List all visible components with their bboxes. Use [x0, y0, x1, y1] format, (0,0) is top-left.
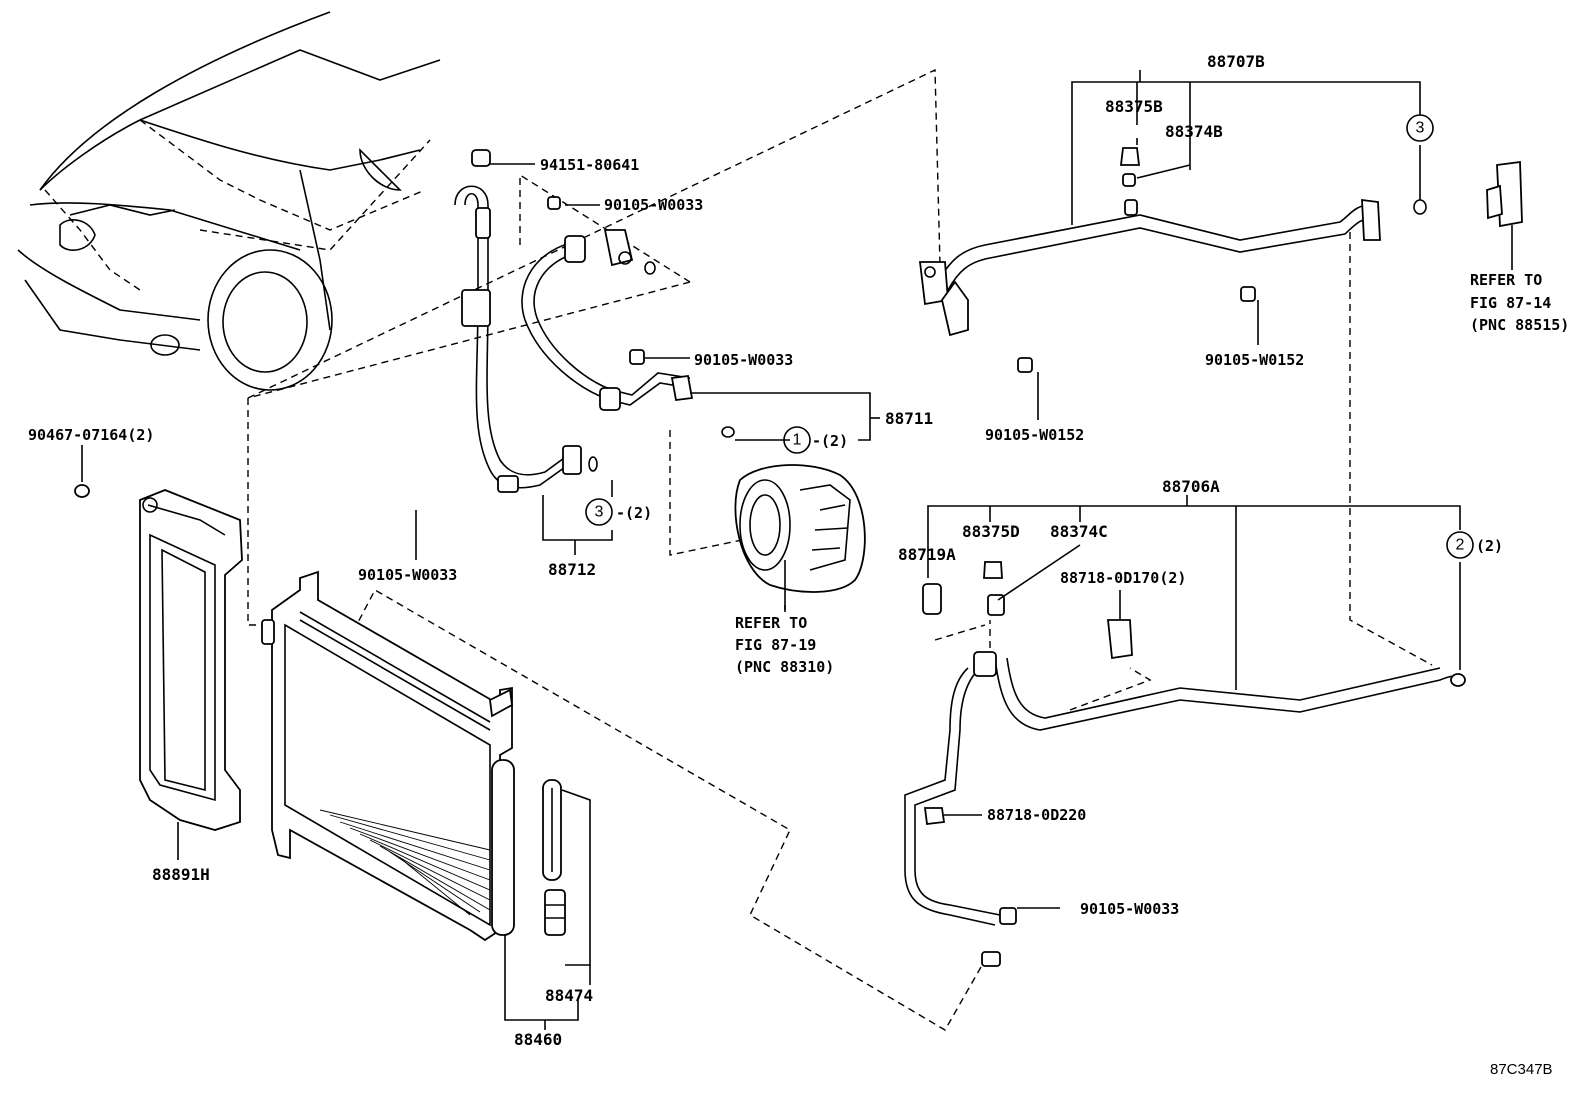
callout-3-left: 3	[585, 498, 613, 526]
callout-circles: 1 3 3 2	[585, 114, 1474, 559]
label-88374B: 88374B	[1165, 122, 1223, 141]
label-refer-87-19-line3: (PNC 88310)	[735, 658, 834, 676]
label-88711-qty: -(2)	[812, 432, 848, 450]
label-90105-w0033-left: 90105-W0033	[358, 566, 457, 584]
car-front-illustration	[17, 11, 441, 391]
label-88474: 88474	[545, 986, 593, 1005]
label-88460: 88460	[514, 1030, 562, 1049]
label-88375D: 88375D	[962, 522, 1020, 541]
label-88718-0d220: 88718-0D220	[987, 806, 1086, 824]
tube-88707B	[918, 147, 1427, 373]
label-90467-07164: 90467-07164(2)	[28, 426, 154, 444]
svg-text:2: 2	[1456, 537, 1465, 554]
discharge-hose-88712	[454, 149, 598, 493]
callout-1: 1	[783, 426, 811, 454]
label-88707B: 88707B	[1207, 52, 1265, 71]
label-88374C: 88374C	[1050, 522, 1108, 541]
label-88718-0d170: 88718-0D170(2)	[1060, 569, 1186, 587]
label-90105-w0152-right: 90105-W0152	[1205, 351, 1304, 369]
expansion-valve	[1486, 160, 1523, 228]
callout-3-right: 3	[1406, 114, 1434, 142]
tube-88706A	[904, 561, 1466, 967]
label-88375B: 88375B	[1105, 97, 1163, 116]
label-refer-87-19-line2: FIG 87-19	[735, 636, 816, 654]
label-refer-87-14-line3: (PNC 88515)	[1470, 316, 1569, 334]
label-88711: 88711	[885, 409, 933, 428]
leader-lines	[81, 70, 1513, 1030]
figure-code: 87C347B	[1490, 1061, 1553, 1078]
label-callout-2-qty: (2)	[1476, 537, 1503, 555]
label-88712: 88712	[548, 560, 596, 579]
label-88706A: 88706A	[1162, 477, 1220, 496]
label-88891H: 88891H	[152, 865, 210, 884]
label-90105-w0152-left: 90105-W0152	[985, 426, 1084, 444]
compressor	[734, 464, 866, 610]
svg-text:1: 1	[793, 432, 802, 449]
suction-hose-88711	[521, 196, 735, 438]
label-90105-w0033-top: 90105-W0033	[604, 196, 703, 214]
label-88719A: 88719A	[898, 545, 956, 564]
label-refer-87-14-line2: FIG 87-14	[1470, 294, 1551, 312]
label-88712-qty: -(2)	[616, 504, 652, 522]
label-90105-w0033-mid: 90105-W0033	[694, 351, 793, 369]
label-refer-87-19-line1: REFER TO	[735, 614, 807, 632]
label-94151-80641: 94151-80641	[540, 156, 639, 174]
radiator-shroud-88891H	[74, 484, 243, 831]
label-refer-87-14-line1: REFER TO	[1470, 271, 1542, 289]
condenser-88460	[261, 570, 515, 942]
part-labels: 88707B 88375B 88374B 94151-80641 90105-W…	[28, 52, 1569, 1078]
label-90105-w0033-bottom: 90105-W0033	[1080, 900, 1179, 918]
receiver-dryer-88474	[542, 779, 566, 936]
svg-text:3: 3	[595, 504, 604, 521]
callout-2: 2	[1446, 531, 1474, 559]
svg-text:3: 3	[1416, 120, 1425, 137]
